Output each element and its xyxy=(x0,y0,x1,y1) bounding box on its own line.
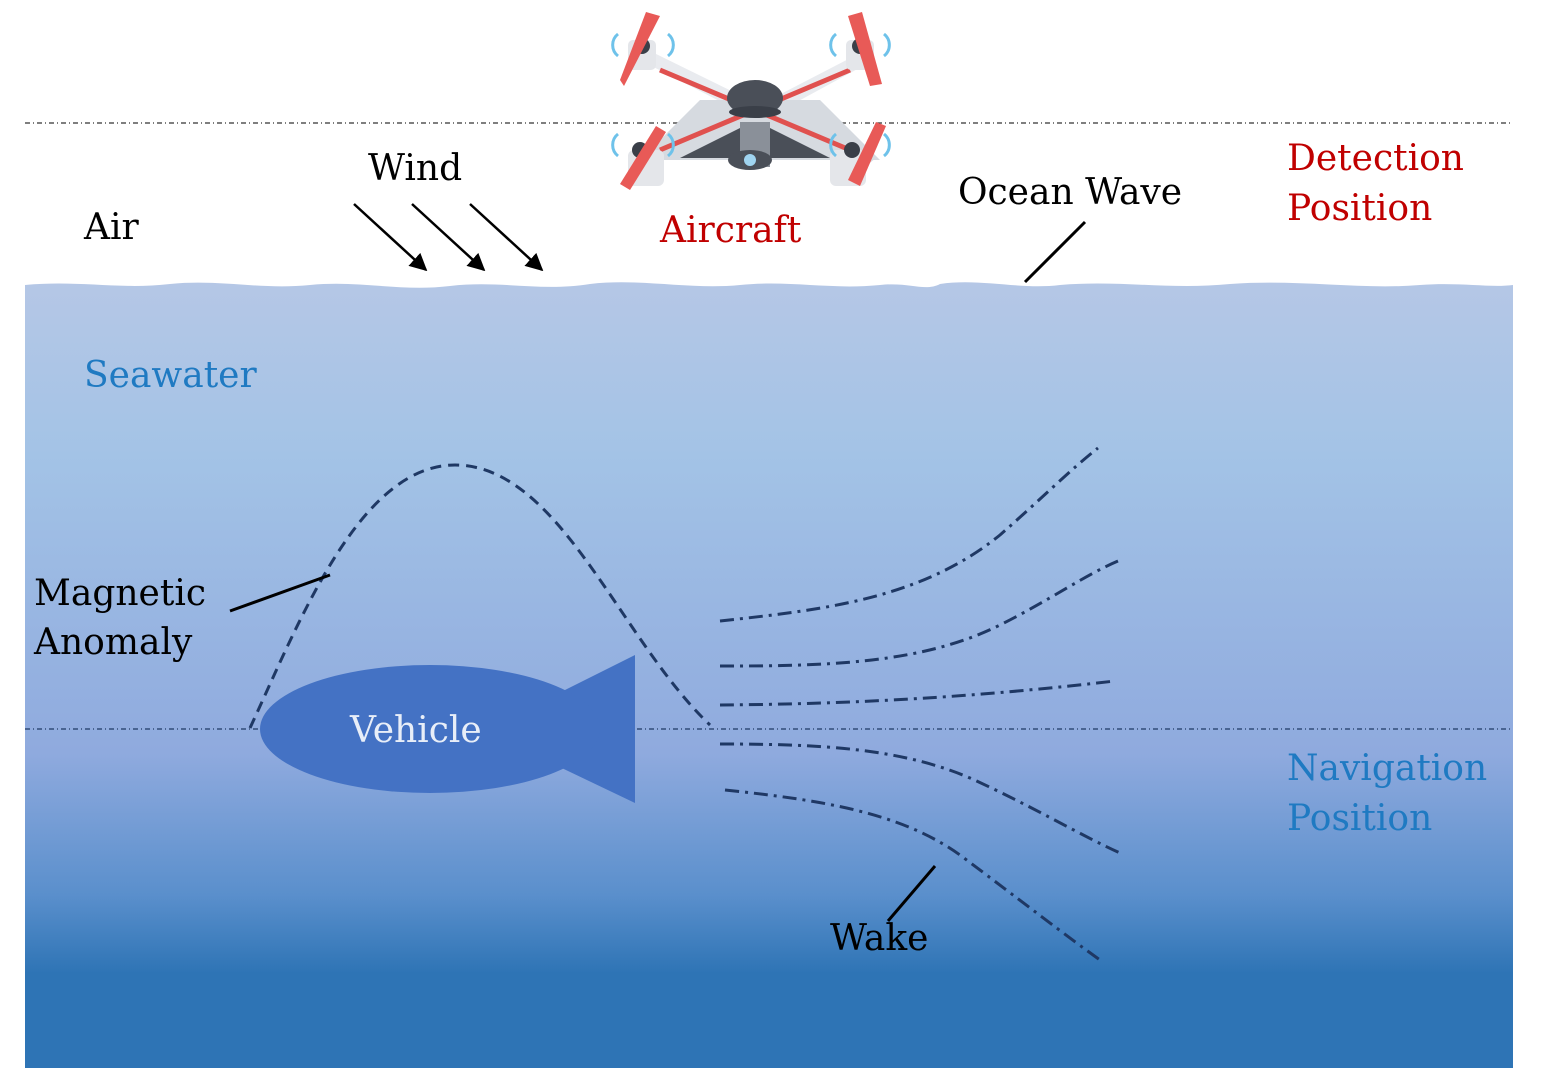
vehicle-icon xyxy=(260,655,635,803)
wake-line-1 xyxy=(719,446,1099,623)
wake-line-5 xyxy=(724,788,1101,962)
drone-icon xyxy=(611,12,891,190)
wake-label: Wake xyxy=(830,918,928,959)
wake-line-3 xyxy=(719,679,1116,707)
ocean-wave-leader xyxy=(1023,220,1087,284)
magnetic-anomaly-label-line1: Magnetic xyxy=(34,573,206,614)
detection-position-label-line2: Position xyxy=(1287,188,1432,229)
air-label: Air xyxy=(83,207,140,248)
wind-arrow-icon xyxy=(353,203,544,272)
magnetic-anomaly-label-line2: Anomaly xyxy=(33,622,193,663)
wake-line-4 xyxy=(719,742,1121,855)
magnetic-anomaly-curve xyxy=(248,463,712,729)
navigation-position-label-line2: Position xyxy=(1287,798,1432,839)
navigation-position-label-line1: Navigation xyxy=(1287,748,1487,789)
vehicle-label: Vehicle xyxy=(349,710,482,751)
seawater-body xyxy=(25,282,1513,1069)
wind-label: Wind xyxy=(368,148,462,189)
detection-position-label-line1: Detection xyxy=(1287,138,1464,179)
wake-leader xyxy=(886,865,937,922)
magnetic-anomaly-leader xyxy=(229,573,331,613)
wake-lines xyxy=(719,446,1121,962)
seawater-label: Seawater xyxy=(84,355,257,396)
aircraft-label: Aircraft xyxy=(659,210,802,251)
ocean-wave-label: Ocean Wave xyxy=(958,172,1182,213)
